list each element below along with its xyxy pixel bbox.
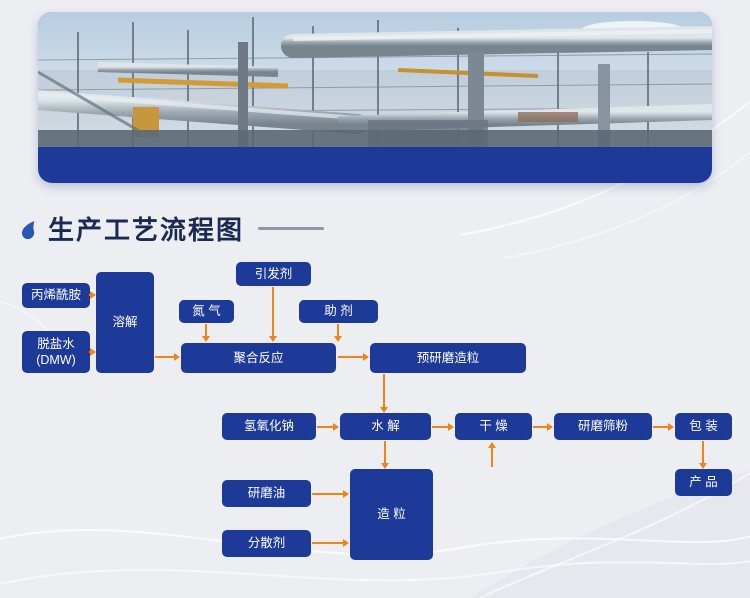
flow-node-sodium-hydroxide: 氢氧化钠 <box>222 413 316 440</box>
flow-node-demineralized-water: 脱盐水 (DMW) <box>22 331 90 373</box>
arrow-pregrind-to-hydrolysis <box>380 374 388 413</box>
arrow-polymerization-to-pregrind <box>338 353 369 361</box>
arrow-acrylamide-to-dissolve <box>89 291 96 299</box>
flow-node-pre-grind-granulation: 预研磨造粒 <box>370 343 526 373</box>
flow-node-grinding-oil: 研磨油 <box>222 480 311 507</box>
flow-node-hydrolysis: 水 解 <box>340 413 431 440</box>
title-bullet-icon <box>22 220 35 239</box>
arrow-nitrogen-to-polymerization <box>202 324 210 342</box>
arrow-demin-water-to-dissolve <box>89 348 96 356</box>
flow-node-acrylamide: 丙烯酰胺 <box>22 283 90 308</box>
arrow-grinding-oil-to-granulation <box>312 490 349 498</box>
arrow-hydrolysis-to-drying <box>432 423 454 431</box>
industrial-plant-illustration <box>38 12 712 147</box>
flow-node-dissolve: 溶解 <box>96 272 154 373</box>
flow-node-dispersant: 分散剂 <box>222 530 311 557</box>
flow-node-product: 产 品 <box>675 469 732 496</box>
arrow-drying-to-grind-sieve <box>533 423 553 431</box>
flow-node-drying: 干 燥 <box>455 413 532 440</box>
arrow-naoh-to-hydrolysis <box>317 423 339 431</box>
arrow-auxiliary-to-polymerization <box>334 324 342 342</box>
flow-node-demin-line2: (DMW) <box>36 353 76 367</box>
flow-node-auxiliary-agent: 助 剂 <box>299 300 378 323</box>
hero-photo-card <box>38 12 712 183</box>
arrow-granulation-to-drying <box>488 442 496 467</box>
flow-node-grind-and-sieve: 研磨筛粉 <box>554 413 652 440</box>
arrow-grind-sieve-to-packaging <box>653 423 674 431</box>
arrow-packaging-to-product <box>699 441 707 469</box>
page-title: 生产工艺流程图 <box>48 215 245 245</box>
flow-node-nitrogen: 氮 气 <box>179 300 234 323</box>
flow-node-polymerization: 聚合反应 <box>181 343 336 373</box>
arrow-initiator-to-polymerization <box>269 287 277 342</box>
title-underline-dash <box>258 227 325 230</box>
flow-node-packaging: 包 装 <box>675 413 732 440</box>
arrow-dissolve-to-polymerization <box>155 353 180 361</box>
flow-node-granulation: 造 粒 <box>350 469 433 560</box>
flow-node-demin-line1: 脱盐水 <box>37 336 75 351</box>
flow-node-initiator: 引发剂 <box>236 262 311 286</box>
arrow-dispersant-to-granulation <box>312 539 349 547</box>
section-title-row: 生产工艺流程图 <box>20 210 325 247</box>
industrial-plant-photo <box>38 12 712 147</box>
arrow-hydrolysis-to-granulation <box>381 441 389 469</box>
